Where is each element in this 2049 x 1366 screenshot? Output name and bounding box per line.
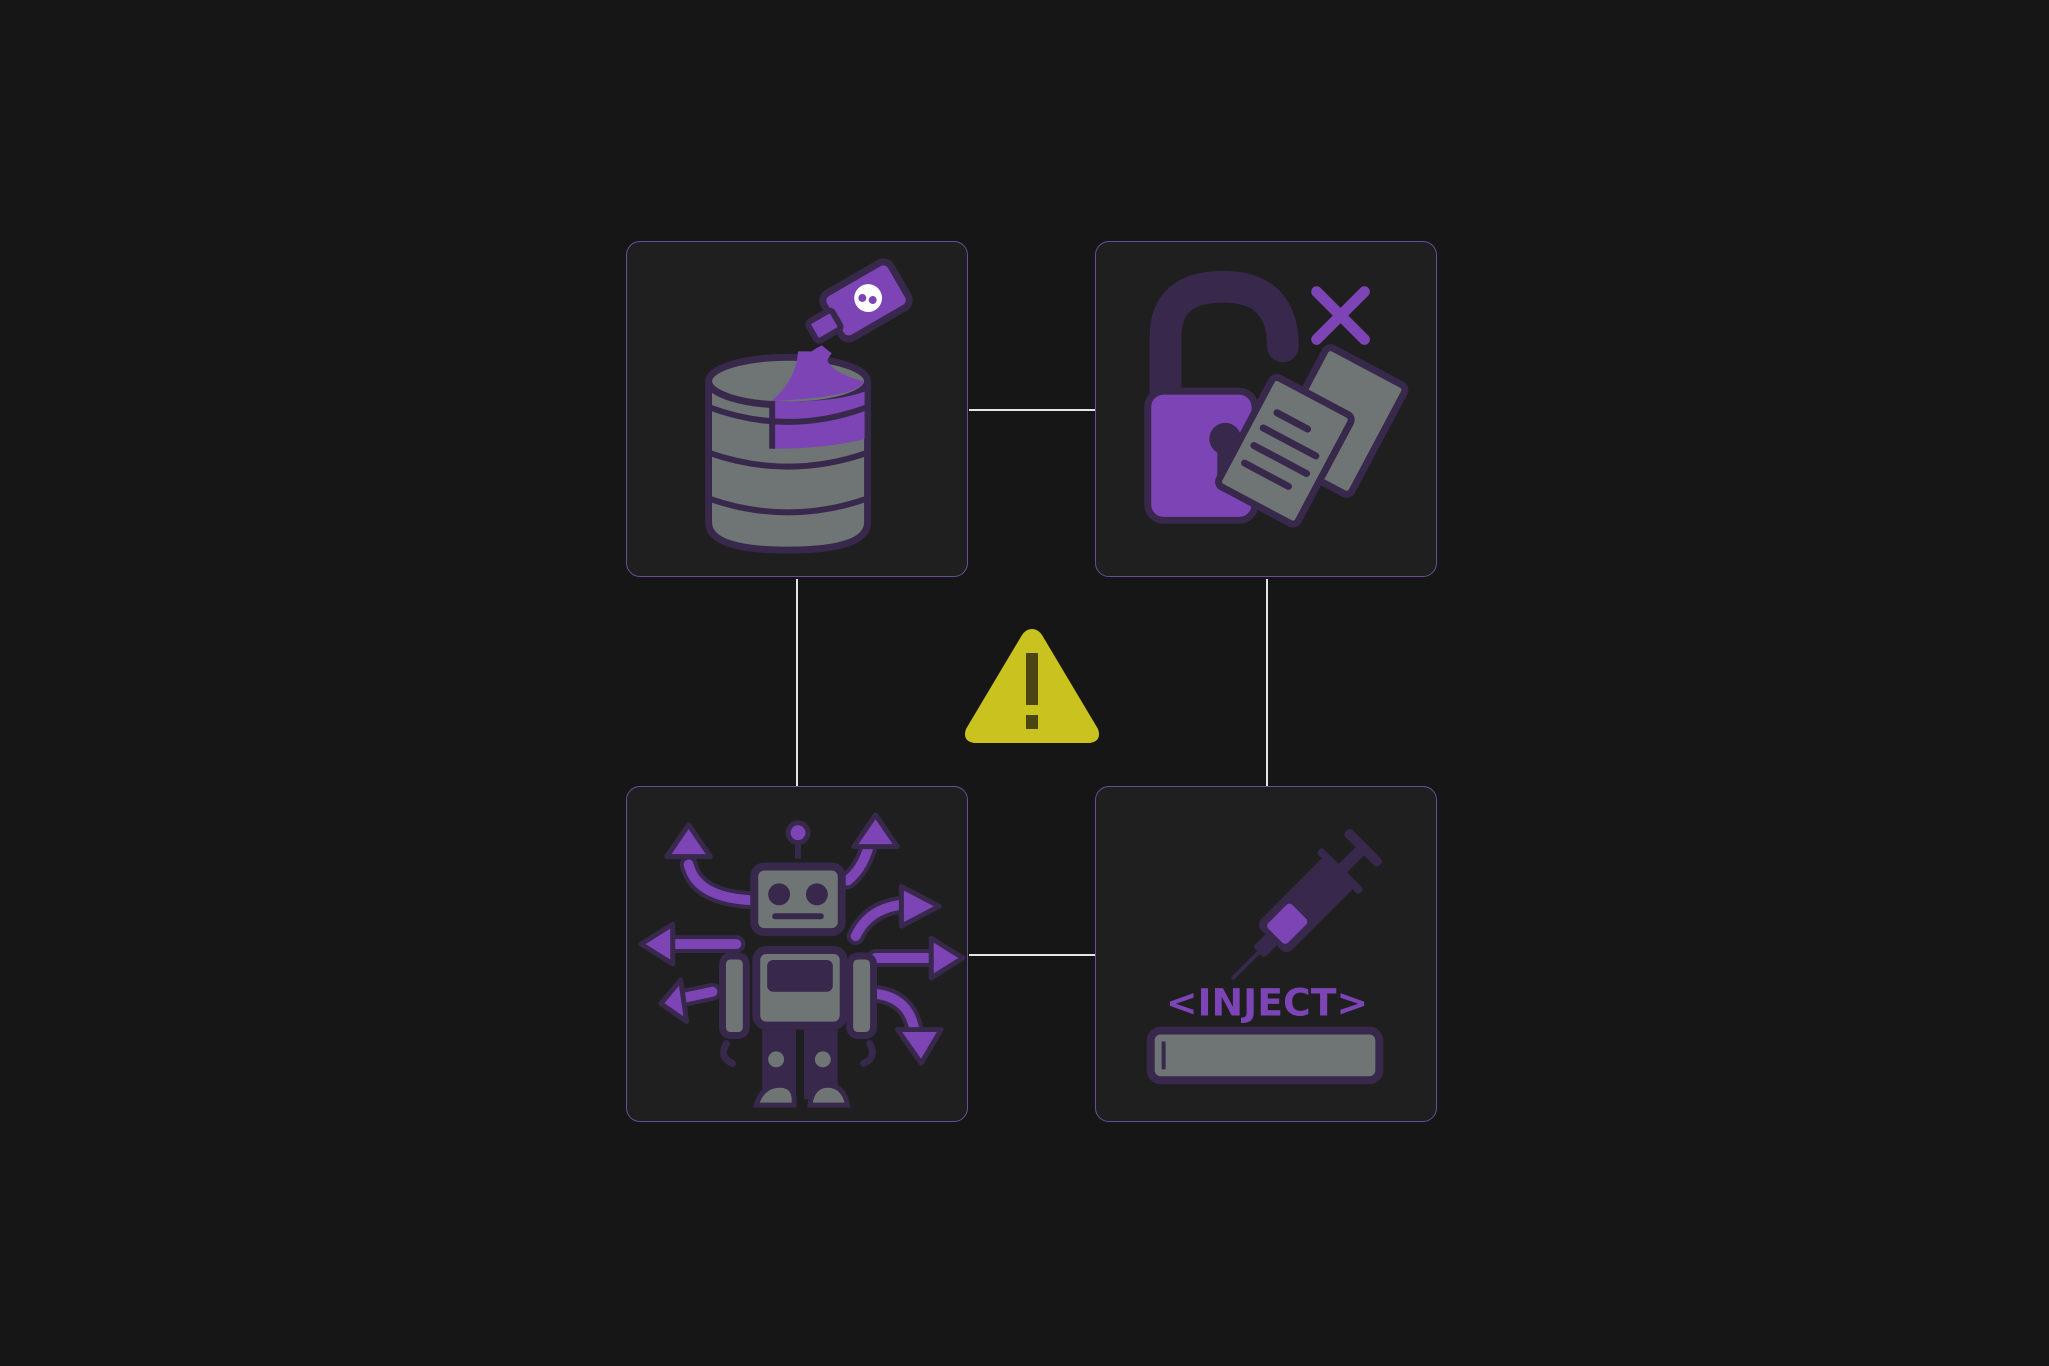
robot-arrows-icon [638, 812, 966, 1108]
node-data-leakage [1095, 241, 1437, 577]
node-data-poisoning [626, 241, 968, 577]
poison-bottle-database-icon [705, 258, 913, 554]
connector-bottom [969, 954, 1095, 956]
warning-triangle-icon [965, 629, 1099, 743]
syringe-inject-icon: <INJECT> [1146, 829, 1384, 1085]
connector-left [796, 579, 798, 786]
connector-top [969, 409, 1095, 411]
node-excessive-agency [626, 786, 968, 1122]
inject-label: <INJECT> [1166, 981, 1368, 1025]
unlocked-padlock-documents-icon [1144, 270, 1409, 528]
connector-right [1266, 579, 1268, 786]
node-prompt-injection: <INJECT> [1095, 786, 1437, 1122]
